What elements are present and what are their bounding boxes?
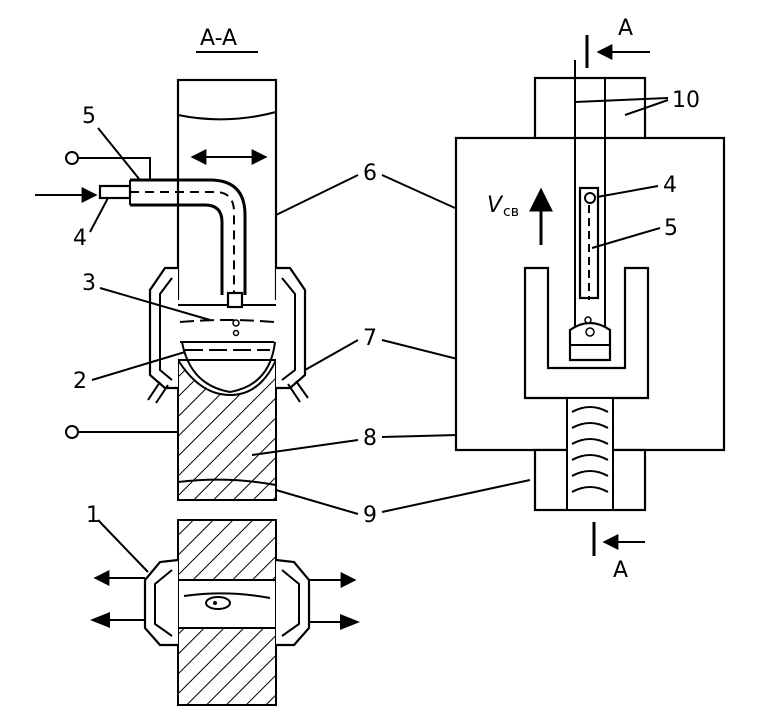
- callout-3: 3: [82, 271, 96, 296]
- callout-8: 8: [363, 426, 377, 451]
- leader-8-left: [251, 439, 359, 456]
- cut-label-bottom: A: [613, 558, 628, 583]
- callout-5-left: 5: [82, 104, 96, 129]
- wire-dot: [213, 601, 217, 605]
- droplet-1: [232, 319, 240, 327]
- seam-ripple-4: [571, 454, 609, 461]
- metal-pool-bottom: [181, 341, 276, 394]
- leader-1: [97, 519, 149, 573]
- seam-ripple-6: [571, 486, 609, 493]
- leader-3: [99, 287, 211, 321]
- lower-plate-outline: [177, 359, 277, 501]
- leader-9-right: [381, 479, 531, 513]
- guide-right: [578, 186, 600, 300]
- water-in-left-marker: [90, 612, 110, 628]
- electrode-section: [205, 596, 231, 610]
- bottom-shoe-left-inner: [154, 569, 173, 637]
- shoe-right-pipe-1: [287, 383, 301, 403]
- shoe-left-inner: [159, 277, 173, 381]
- leader-4-right: [596, 185, 659, 198]
- pool-right: [568, 321, 612, 362]
- section-title: A-A: [196, 26, 258, 53]
- slag-wave-1: [179, 319, 275, 323]
- terminal-upper: [65, 151, 79, 165]
- leader-10-b: [624, 99, 669, 116]
- leader-5-right: [591, 227, 661, 249]
- water-in-right-marker: [340, 614, 360, 630]
- middle-callouts: 6 7 8 9: [251, 161, 571, 528]
- wire-tip: [226, 291, 244, 309]
- upper-plates-right: [533, 76, 647, 142]
- guide-tube-inner: [130, 203, 224, 295]
- leader-2: [91, 351, 186, 381]
- leader-6-left: [275, 174, 359, 216]
- speed-label: V: [487, 193, 504, 218]
- seam-ripple-2: [571, 422, 609, 429]
- callout-6: 6: [363, 161, 377, 186]
- bottom-shoe-right: [275, 558, 311, 647]
- right-view: V св A A 10 4 5: [454, 16, 726, 583]
- leader-9-left: [275, 489, 359, 515]
- leader-4-left: [89, 197, 109, 233]
- lead-upper: [78, 157, 151, 180]
- leader-7-left: [304, 339, 359, 371]
- section-title-text: A-A: [200, 26, 237, 51]
- callout-4-left: 4: [73, 226, 87, 251]
- wire-feed-stub: [98, 184, 132, 200]
- leader-5-left: [97, 127, 141, 181]
- shoe-right-inner: [281, 277, 296, 381]
- callout-1: 1: [86, 503, 100, 528]
- leader-6-right: [381, 174, 456, 209]
- terminal-lower: [65, 425, 79, 439]
- cut-label-top: A: [618, 16, 633, 41]
- guide-roller: [584, 192, 596, 204]
- gap-wave: [183, 592, 271, 599]
- guide-tube-outer: [130, 178, 247, 295]
- shoe-right-outer: [276, 266, 307, 390]
- lower-break-line: [177, 478, 277, 486]
- droplet-right-2: [585, 327, 595, 337]
- bottom-shoe-left: [143, 558, 179, 647]
- shoe-left-pipe-1: [147, 381, 161, 401]
- callout-2: 2: [73, 369, 87, 394]
- plate-break-line: [177, 111, 277, 121]
- callout-10: 10: [672, 88, 700, 113]
- leader-10-a: [574, 97, 669, 103]
- callout-4-right: 4: [663, 173, 677, 198]
- seam-ripple-1: [571, 406, 609, 413]
- callout-7: 7: [363, 326, 377, 351]
- left-view: 5 4 3 2 1: [35, 78, 360, 706]
- droplet-2: [232, 329, 240, 337]
- shoe-left-outer: [148, 266, 178, 390]
- shoe-left-pipe-2: [155, 384, 169, 404]
- bottom-shoe-right-inner: [281, 569, 300, 637]
- seam-ripple-5: [571, 470, 609, 477]
- callout-5-right: 5: [664, 216, 678, 241]
- speed-subscript: св: [503, 204, 519, 220]
- shoe-right-pipe-2: [295, 380, 309, 399]
- callout-9: 9: [363, 503, 377, 528]
- seam-ripple-3: [571, 438, 609, 445]
- droplet-right-1: [584, 316, 592, 324]
